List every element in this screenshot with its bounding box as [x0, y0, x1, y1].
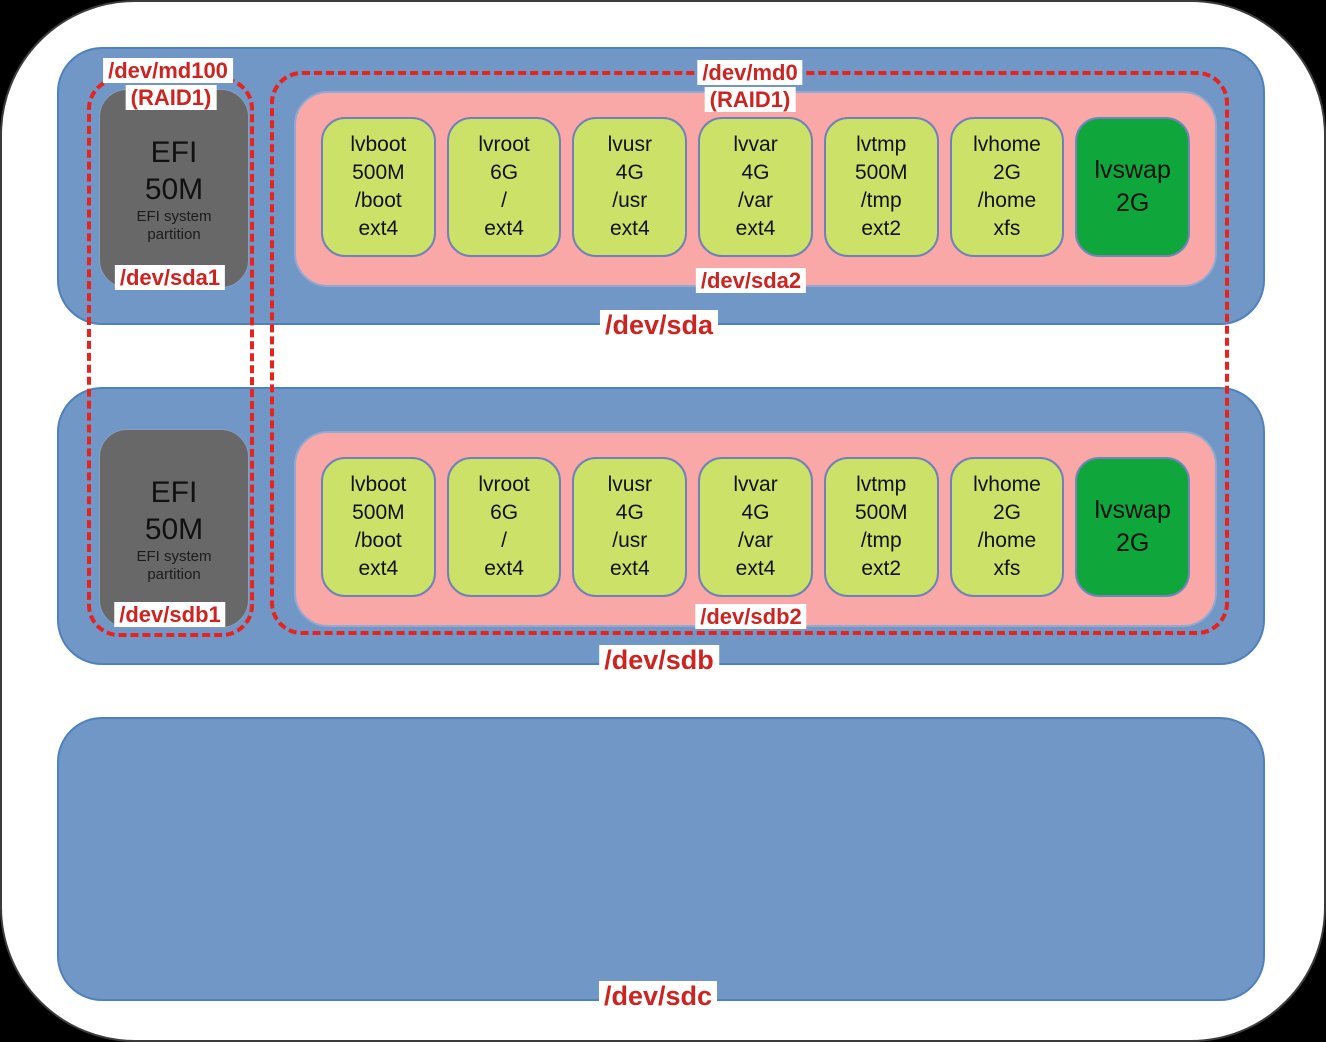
lv-fs: ext4 [358, 557, 399, 580]
label-sda1: /dev/sda1 [114, 265, 226, 290]
label-md100-raid-level: (RAID1) [125, 85, 217, 110]
lv-fs: xfs [993, 217, 1021, 240]
lv-fs: ext4 [735, 217, 776, 240]
lv-size: 500M [352, 161, 405, 184]
lv-name: lvhome [973, 473, 1041, 496]
lv-size: 4G [615, 161, 644, 184]
label-sda: /dev/sda [599, 310, 719, 340]
efi-partition-sda1: EFI 50M EFI system partition [99, 89, 249, 288]
label-sda2: /dev/sda2 [695, 268, 807, 293]
lv-name: lvhome [973, 133, 1041, 156]
lv-name: lvvar [733, 133, 778, 156]
lv-mount: /var [738, 189, 774, 212]
lv-size: 2G [992, 501, 1021, 524]
lv-fs: ext4 [609, 557, 650, 580]
label-md100: /dev/md100 [103, 58, 233, 83]
label-md0-raid-level: (RAID1) [704, 87, 796, 112]
lv-size: 2G [1115, 189, 1150, 217]
lv-mount: /boot [355, 529, 402, 552]
lv-fs: ext4 [735, 557, 776, 580]
logical-volume-lvroot: lvroot 6G / ext4 [446, 457, 562, 597]
lv-size: 6G [490, 501, 519, 524]
lv-mount: /boot [355, 189, 402, 212]
lvm-partition-sda2: lvboot 500M /boot ext4 lvroot 6G / ext4 … [294, 91, 1217, 287]
label-sdb: /dev/sdb [599, 645, 719, 675]
efi-size: 50M [144, 172, 204, 206]
lv-size: 500M [352, 501, 405, 524]
lv-mount: /home [977, 189, 1037, 212]
efi-desc-line2: partition [147, 565, 201, 583]
lv-fs: xfs [993, 557, 1021, 580]
efi-title: EFI [150, 475, 198, 509]
efi-desc-line1: EFI system [136, 207, 212, 225]
lv-name: lvboot [350, 133, 407, 156]
lv-mount: /tmp [860, 189, 902, 212]
lv-name: lvusr [607, 133, 652, 156]
lv-fs: ext2 [861, 217, 902, 240]
lv-name: lvboot [350, 473, 407, 496]
lv-mount: /usr [612, 189, 648, 212]
lv-name: lvroot [478, 133, 530, 156]
lv-name: lvroot [478, 473, 530, 496]
lv-mount: /tmp [860, 529, 902, 552]
lv-name: lvtmp [856, 133, 907, 156]
lv-name: lvswap [1094, 496, 1171, 524]
lv-mount: /var [738, 529, 774, 552]
lv-mount: /home [977, 529, 1037, 552]
logical-volume-lvusr: lvusr 4G /usr ext4 [572, 457, 688, 597]
logical-volume-lvtmp: lvtmp 500M /tmp ext2 [823, 457, 939, 597]
disk-sdb: EFI 50M EFI system partition lvboot 500M… [57, 387, 1265, 665]
efi-size: 50M [144, 512, 204, 546]
lv-fs: ext4 [609, 217, 650, 240]
lv-name: lvusr [607, 473, 652, 496]
efi-desc-line2: partition [147, 225, 201, 243]
efi-partition-sdb1: EFI 50M EFI system partition [99, 429, 249, 628]
lv-name: lvvar [733, 473, 778, 496]
logical-volume-lvswap: lvswap 2G [1075, 457, 1191, 597]
label-sdb1: /dev/sdb1 [114, 602, 226, 627]
logical-volume-lvswap: lvswap 2G [1075, 117, 1191, 257]
lv-name: lvswap [1094, 156, 1171, 184]
lv-mount: /usr [612, 529, 648, 552]
disk-sda: EFI 50M EFI system partition lvboot 500M… [57, 47, 1265, 325]
logical-volume-lvvar: lvvar 4G /var ext4 [698, 457, 813, 597]
label-sdc: /dev/sdc [598, 981, 718, 1011]
lv-size: 4G [741, 161, 770, 184]
lv-size: 500M [854, 161, 908, 184]
lv-size: 4G [741, 501, 770, 524]
efi-title: EFI [150, 135, 198, 169]
lv-mount: / [501, 529, 507, 552]
label-sdb2: /dev/sdb2 [695, 604, 807, 629]
lv-name: lvtmp [856, 473, 907, 496]
disk-sdc [57, 717, 1265, 1001]
logical-volume-lvboot: lvboot 500M /boot ext4 [321, 117, 436, 257]
lv-size: 4G [615, 501, 644, 524]
lv-size: 500M [854, 501, 908, 524]
lv-fs: ext4 [358, 217, 399, 240]
logical-volume-lvhome: lvhome 2G /home xfs [949, 457, 1065, 597]
lv-size: 2G [992, 161, 1021, 184]
lv-mount: / [501, 189, 507, 212]
logical-volume-lvboot: lvboot 500M /boot ext4 [321, 457, 436, 597]
logical-volume-lvroot: lvroot 6G / ext4 [446, 117, 562, 257]
lv-size: 2G [1115, 529, 1150, 557]
lvm-partition-sdb2: lvboot 500M /boot ext4 lvroot 6G / ext4 … [294, 431, 1217, 627]
lv-fs: ext4 [484, 557, 524, 580]
label-md0: /dev/md0 [697, 60, 803, 85]
logical-volume-lvtmp: lvtmp 500M /tmp ext2 [823, 117, 939, 257]
lv-fs: ext2 [861, 557, 902, 580]
lv-size: 6G [490, 161, 519, 184]
logical-volume-lvvar: lvvar 4G /var ext4 [698, 117, 813, 257]
logical-volume-lvhome: lvhome 2G /home xfs [949, 117, 1065, 257]
lv-fs: ext4 [484, 217, 524, 240]
logical-volume-lvusr: lvusr 4G /usr ext4 [572, 117, 688, 257]
efi-desc-line1: EFI system [136, 547, 212, 565]
